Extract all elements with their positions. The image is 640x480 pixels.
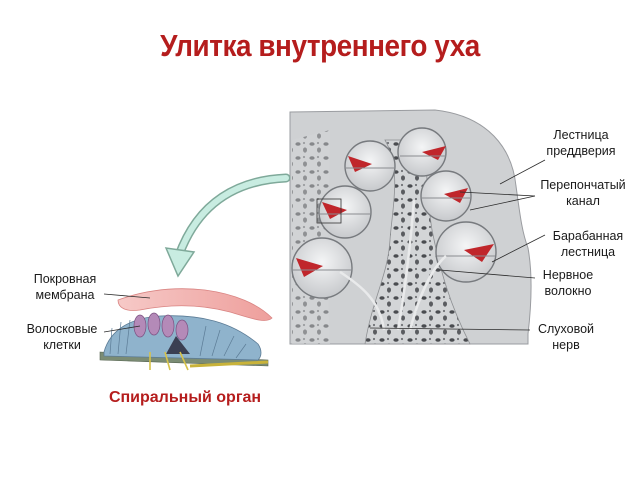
label-tectorial-membrane: Покровная мембрана: [33, 272, 97, 302]
cochlear-turn-left-3: [291, 237, 353, 299]
hair-cells-graphic: [133, 312, 189, 341]
zoom-arrow: [164, 173, 291, 278]
label-nerve-fiber: Нервное волокно: [542, 268, 594, 298]
cochlear-turn-left-2: [318, 185, 372, 239]
nerve-fibers: [339, 199, 447, 331]
tectorial-membrane-graphic: [117, 288, 273, 321]
detail-frame: [316, 198, 342, 224]
outer-bone: [292, 130, 330, 344]
slide-title: Улитка внутреннего уха: [160, 28, 480, 63]
spiral-organ-illustration: [99, 288, 273, 371]
leader-lines: [369, 159, 546, 331]
cochlear-turn-left-1: [344, 140, 396, 192]
organ-leader-lines: [103, 293, 151, 333]
label-hair-cells: Волосковые клетки: [26, 322, 98, 352]
cochlea-cross-section: [289, 109, 532, 345]
spiral-organ-caption: Спиральный орган: [108, 389, 262, 406]
cochlear-turn-right-1: [420, 170, 472, 222]
label-tympanic-scale: Барабанная лестница: [552, 229, 624, 259]
label-auditory-nerve: Слуховой нерв: [537, 322, 595, 352]
label-vestibular-scale: Лестница преддверия: [546, 128, 616, 158]
label-membranous-canal: Перепончатый канал: [540, 178, 626, 208]
cochlear-turn-right-2: [435, 221, 497, 283]
cochlear-turn-apex: [397, 127, 447, 177]
